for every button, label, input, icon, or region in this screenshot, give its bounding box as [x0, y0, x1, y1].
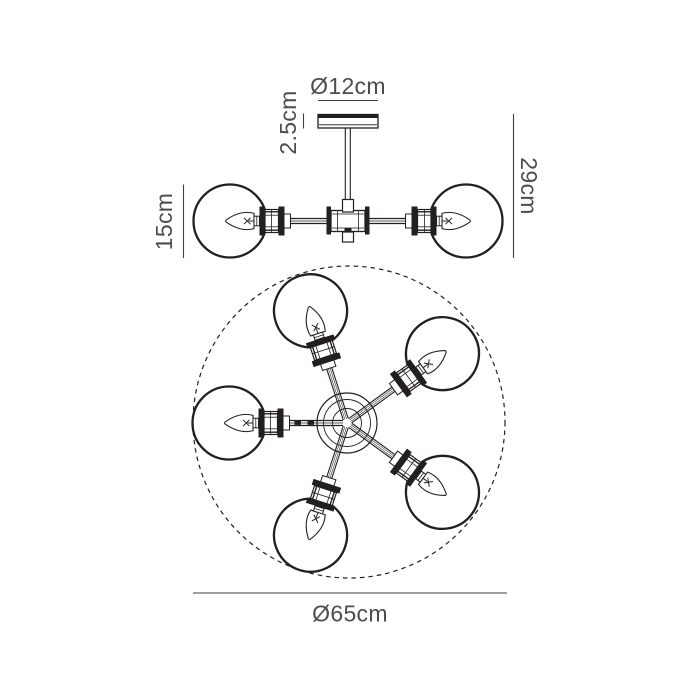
hub-top-connector [341, 198, 355, 213]
hub-bottom-detail [344, 228, 352, 233]
plan-arm-lower-right [327, 394, 495, 545]
side-view: Ø12cm 2.5cm 15cm 29cm [151, 73, 542, 259]
side-arm-left [192, 183, 346, 259]
side-arm-right [350, 183, 504, 259]
overall-diameter-dashed-circle [192, 265, 506, 579]
label-globe-height: 15cm [151, 193, 177, 250]
plan-arm-upper-right [327, 301, 495, 452]
plan-view: Ø65cm [191, 263, 507, 627]
label-total-height: 29cm [516, 157, 542, 214]
arm-joint-marks [294, 420, 314, 425]
hub-flange-left [326, 206, 331, 235]
hub-bottom-finial [341, 231, 355, 243]
label-overall-diameter: Ø65cm [312, 601, 388, 627]
label-canopy-diameter: Ø12cm [310, 73, 386, 99]
hub-flange-right [365, 206, 370, 235]
dimension-lines-side [182, 99, 515, 258]
stem [344, 128, 351, 200]
ceiling-plate [317, 113, 379, 129]
hub-rings [316, 392, 378, 454]
central-hub [326, 198, 370, 243]
label-canopy-height: 2.5cm [275, 90, 301, 154]
plan-arm-left [191, 385, 345, 461]
